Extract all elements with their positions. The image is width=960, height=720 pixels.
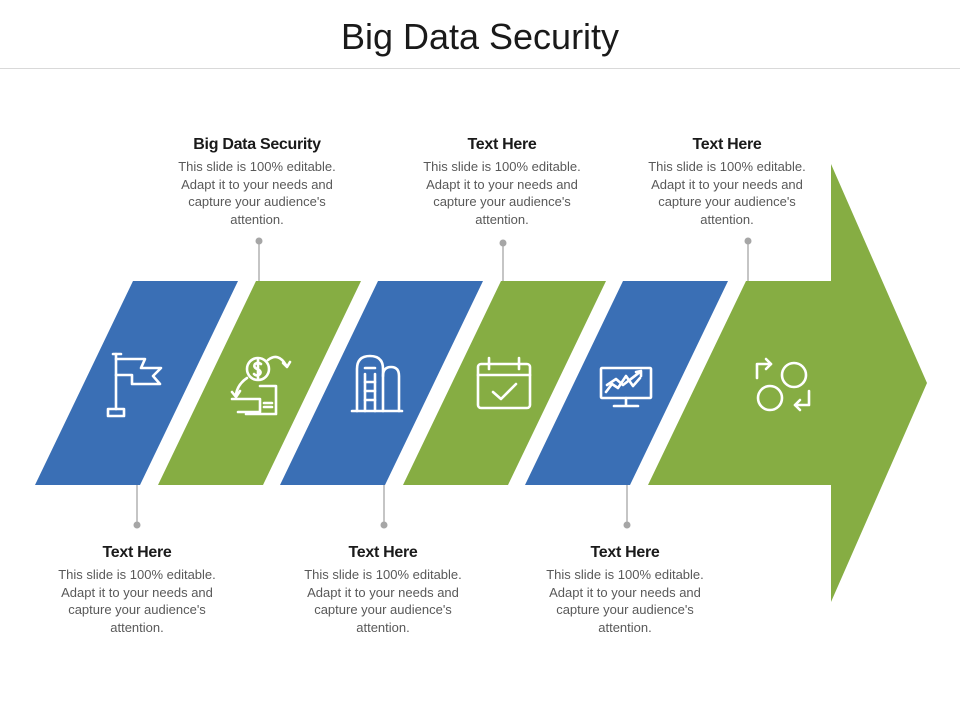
- text-block-bottom-2: Text Here This slide is 100% editable. A…: [293, 544, 473, 636]
- text-block-body: This slide is 100% editable. Adapt it to…: [58, 567, 216, 635]
- text-block-heading: Text Here: [692, 136, 762, 153]
- text-block-body: This slide is 100% editable. Adapt it to…: [423, 159, 581, 227]
- title-divider: [0, 68, 960, 69]
- text-block-body: This slide is 100% editable. Adapt it to…: [546, 567, 704, 635]
- text-block-heading: Text Here: [102, 544, 172, 561]
- segment-3: [280, 281, 483, 485]
- text-block-top-2: Text Here This slide is 100% editable. A…: [412, 136, 592, 228]
- segment-2: [158, 281, 361, 485]
- connector-bottom-2: [380, 485, 388, 529]
- calendar-check-icon: [476, 356, 532, 410]
- arrow-head-segment: [648, 164, 927, 602]
- text-block-top-3: Text Here This slide is 100% editable. A…: [637, 136, 817, 228]
- text-block-body: This slide is 100% editable. Adapt it to…: [304, 567, 462, 635]
- monitor-chart-icon: [599, 366, 653, 408]
- text-block-bottom-3: Text Here This slide is 100% editable. A…: [535, 544, 715, 636]
- connector-bottom-3: [623, 485, 631, 529]
- flag-icon: [106, 352, 163, 418]
- text-block-heading: Text Here: [467, 136, 537, 153]
- text-block-body: This slide is 100% editable. Adapt it to…: [178, 159, 336, 227]
- connector-top-2: [499, 239, 507, 281]
- segment-4: [403, 281, 606, 485]
- slide-title: Big Data Security: [340, 16, 620, 57]
- text-block-bottom-1: Text Here This slide is 100% editable. A…: [47, 544, 227, 636]
- text-block-heading: Text Here: [348, 544, 418, 561]
- text-block-top-1: Big Data Security This slide is 100% edi…: [167, 136, 347, 228]
- connector-top-3: [744, 237, 752, 281]
- text-block-body: This slide is 100% editable. Adapt it to…: [648, 159, 806, 227]
- connector-top-1: [255, 237, 263, 281]
- cycle-shapes-icon: [755, 357, 811, 412]
- text-block-heading: Big Data Security: [193, 136, 321, 153]
- money-exchange-icon: [230, 355, 292, 416]
- silo-icon: [350, 354, 404, 413]
- text-block-heading: Text Here: [590, 544, 660, 561]
- connector-bottom-1: [133, 485, 141, 529]
